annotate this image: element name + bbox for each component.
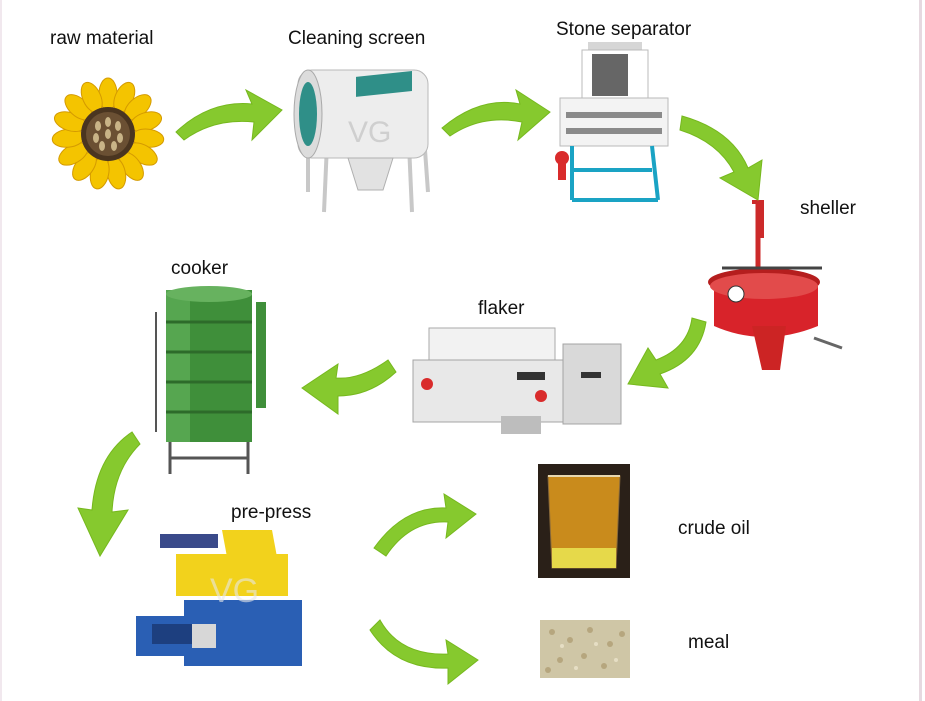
watermark-press: VG [210, 572, 259, 610]
label-cooker: cooker [171, 258, 229, 279]
label-flaker: flaker [478, 298, 525, 319]
label-cleaning-screen: Cleaning screen [288, 28, 426, 49]
label-crude-oil: crude oil [678, 518, 750, 539]
stone-separator-image [555, 42, 669, 202]
label-sheller: sheller [800, 198, 856, 219]
sheller-image [708, 200, 843, 370]
pre-press-image: VG [136, 530, 302, 666]
cleaning-screen-image: VG [293, 69, 430, 213]
label-pre-press: pre-press [231, 502, 312, 523]
cooker-image [155, 286, 266, 474]
watermark: VG [348, 116, 391, 149]
left-border [0, 0, 2, 701]
right-border [919, 0, 922, 701]
crude-oil-image [538, 464, 630, 578]
meal-image [540, 620, 630, 678]
label-raw-material: raw material [50, 28, 154, 49]
label-stone-separator: Stone separator [556, 19, 692, 40]
label-meal: meal [688, 632, 730, 653]
flaker-image [412, 327, 622, 434]
sunflower-image [51, 77, 165, 190]
